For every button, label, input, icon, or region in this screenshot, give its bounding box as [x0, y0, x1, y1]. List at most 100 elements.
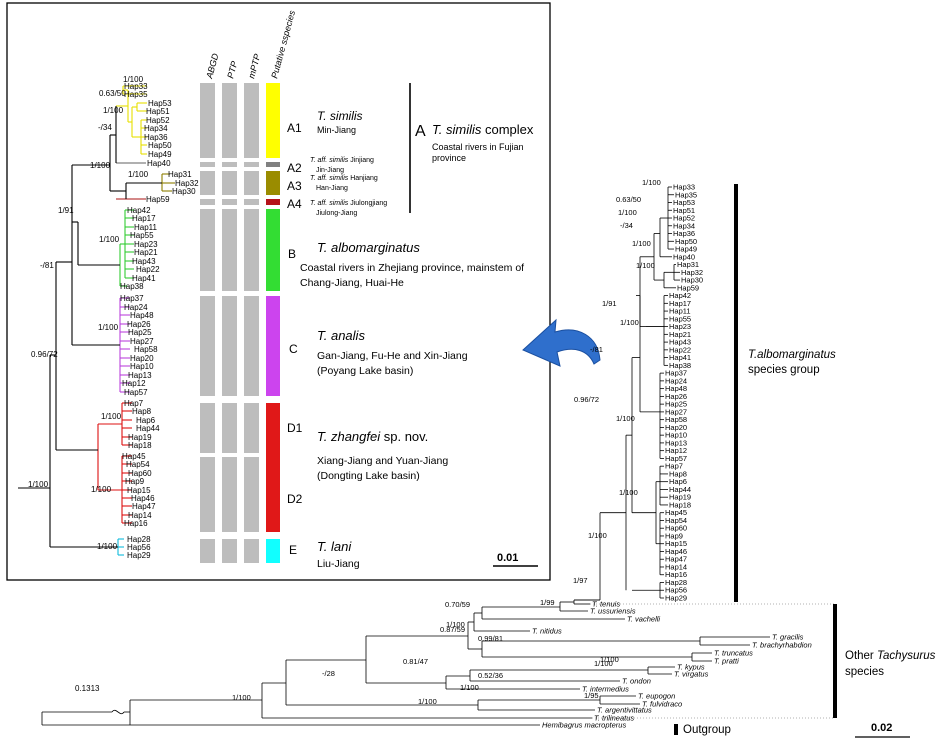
block-subtitle-5: Gan-Jiang, Fu-He and Xin-Jiang: [317, 350, 468, 362]
outgroup-taxon-15: T. trilineatus: [594, 714, 634, 723]
column-header-ptp: PTP: [225, 60, 239, 80]
main-tip-label-0: Hap33: [673, 183, 695, 192]
main-tip-label-41: Hap18: [669, 500, 691, 509]
block-id-5: C: [289, 342, 298, 356]
main-tip-label-36: Hap7: [665, 462, 683, 471]
main-tip-label-10: Hap31: [677, 260, 699, 269]
block-title-italic-0: T. similis: [317, 109, 363, 123]
main-tip-label-27: Hap26: [665, 392, 687, 401]
main-tip-label-34: Hap12: [665, 446, 687, 455]
main-tree: [41, 186, 835, 726]
main-tip-label-6: Hap36: [673, 229, 695, 238]
main-tip-label-29: Hap27: [665, 407, 687, 416]
inset-tree: [18, 85, 175, 556]
bar-ptp-7: [222, 457, 237, 532]
main-scale-label: 0.02: [871, 722, 892, 734]
main-support-4: 1/100: [632, 239, 651, 248]
inset-support-0: 1/100: [123, 75, 144, 84]
main-tip-label-11: Hap32: [681, 268, 703, 277]
main-tip-label-17: Hap55: [669, 314, 691, 323]
inset-tip-label-1-0: Hap40: [147, 159, 171, 168]
bar-ptp-2: [222, 171, 237, 195]
bar-species-5: [266, 296, 280, 396]
inset-tip-label-6-14: Hap16: [124, 519, 148, 528]
main-tip-label-31: Hap20: [665, 423, 687, 432]
inset-tip-label-5-9: Hap13: [128, 371, 152, 380]
main-tip-label-50: Hap16: [665, 570, 687, 579]
bar-species-7: [266, 453, 280, 532]
main-tip-label-33: Hap13: [665, 438, 687, 447]
outgroup-support-2: 1/100: [446, 620, 465, 629]
inset-tip-label-6-0: Hap7: [124, 399, 144, 408]
inset-tip-label-7-1: Hap56: [127, 543, 151, 552]
outgroup-taxon-8: T. kypus: [677, 663, 705, 672]
block-title-italic-6: T. zhangfei: [317, 429, 381, 444]
block-subtitle2-4: Chang-Jiang, Huai-He: [300, 277, 404, 289]
main-tip-label-30: Hap58: [665, 415, 687, 424]
curved-arrow-icon: [522, 318, 601, 367]
block-title-italic-5: T. analis: [317, 328, 365, 343]
inset-support-3: -/34: [98, 123, 112, 132]
outgroup-taxon-4: T. gracilis: [772, 633, 804, 642]
main-tip-label-35: Hap57: [665, 454, 687, 463]
inset-tip-label-4-5: Hap21: [134, 248, 158, 257]
bar-mptp-5: [244, 296, 259, 396]
block-id-6: D1: [287, 421, 303, 435]
block-title-5: T. analis: [317, 328, 365, 343]
outgroup-taxon-14: T. argentivittatus: [597, 706, 652, 715]
inset-support-14: 1/100: [97, 542, 118, 551]
block-title-suffix-3: Jiulongjiang: [348, 200, 387, 207]
main-tip-label-20: Hap43: [669, 338, 691, 347]
inset-tip-label-7-2: Hap29: [127, 551, 151, 560]
bar-species-3: [266, 199, 280, 205]
main-tip-label-2: Hap53: [673, 198, 695, 207]
inset-tip-label-5-8: Hap10: [130, 362, 154, 371]
outgroup-support-13: 1/100: [232, 693, 251, 702]
block-id-4: B: [288, 247, 296, 261]
bar-abgd-0: [200, 83, 215, 158]
inset-support-7: 1/100: [99, 235, 120, 244]
complex-desc-line1: Coastal rivers in Fujian: [432, 142, 524, 152]
inset-support-1: 0.63/50: [99, 89, 126, 98]
inset-tip-label-0-2: Hap53: [148, 99, 172, 108]
inset-tip-label-6-11: Hap46: [131, 494, 155, 503]
outgroup-support-10: 1/95: [584, 691, 599, 700]
block-subtitle-3: Jiulong-Jiang: [316, 210, 357, 217]
outgroup-taxon-12: T. eupogon: [638, 692, 675, 701]
main-support-10: 1/100: [616, 414, 635, 423]
inset-tip-label-6-5: Hap18: [128, 441, 152, 450]
inset-tip-label-0-1: Hap35: [124, 90, 148, 99]
block-subtitle-4: Coastal rivers in Zhejiang province, mai…: [300, 262, 524, 274]
inset-tip-label-6-4: Hap19: [128, 433, 152, 442]
bar-species-8: [266, 539, 280, 563]
main-support-values: 1/1000.63/501/100-/341/1001/1001/911/100…: [573, 178, 661, 585]
block-id-3: A4: [287, 197, 302, 211]
inset-tip-label-5-0: Hap37: [120, 294, 144, 303]
inset-tip-label-7-0: Hap28: [127, 535, 151, 544]
main-tip-label-12: Hap30: [681, 276, 703, 285]
inset-tip-label-6-8: Hap60: [128, 469, 152, 478]
main-tip-label-32: Hap10: [665, 431, 687, 440]
bar-mptp-2: [244, 171, 259, 195]
inset-tip-label-2-2: Hap30: [172, 187, 196, 196]
block-title-6: T. zhangfei sp. nov.: [317, 429, 428, 444]
main-tip-label-14: Hap42: [669, 291, 691, 300]
block-title-3: T. aff. similis Jiulongjiang: [310, 200, 387, 207]
inset-tip-label-0-4: Hap52: [146, 116, 170, 125]
main-support-7: 1/100: [620, 318, 639, 327]
bar-mptp-6: [244, 403, 259, 453]
main-tip-label-19: Hap21: [669, 330, 691, 339]
main-tip-label-53: Hap29: [665, 594, 687, 603]
main-tip-label-1: Hap35: [675, 190, 697, 199]
main-tip-label-18: Hap23: [669, 322, 691, 331]
complex-title: T. similis complex: [432, 122, 534, 137]
main-tip-label-52: Hap56: [665, 586, 687, 595]
inset-delimitation-bars: [200, 83, 280, 563]
outgroup-taxon-1: T. ussuriensis: [590, 607, 636, 616]
inset-support-12: 1/100: [91, 485, 112, 494]
block-title-italic-3: T. aff. similis: [310, 200, 349, 207]
inset-tip-label-4-7: Hap22: [136, 265, 160, 274]
outgroup-support-0: 1/99: [540, 598, 555, 607]
inset-tip-label-0-6: Hap36: [144, 133, 168, 142]
outgroup-label: Outgroup: [683, 724, 731, 736]
